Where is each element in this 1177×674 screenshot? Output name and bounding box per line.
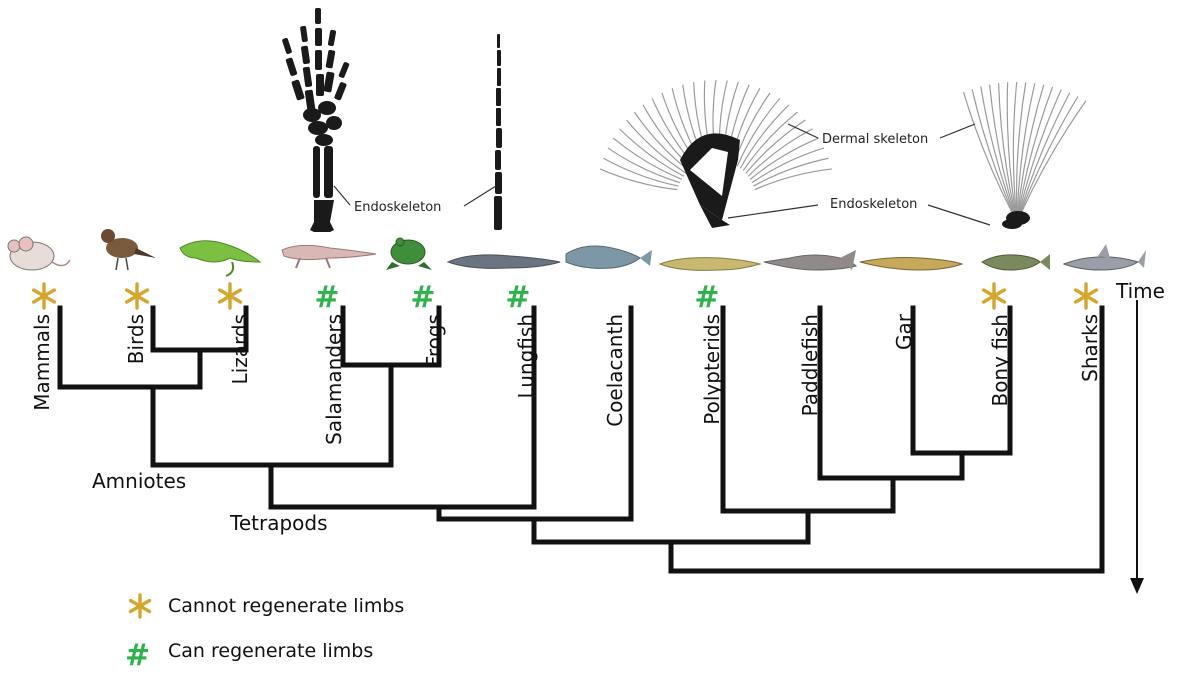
legend-can-text: Can regenerate limbs [168,640,373,662]
frog-icon [386,238,432,270]
can-regenerate-marker: # [505,280,530,315]
cannot-regenerate-marker [34,284,55,308]
lungfish-fin-skeleton [494,34,502,230]
can-regenerate-marker: # [314,280,339,315]
clade-label-tetrapods: Tetrapods [229,511,328,535]
salamander-icon [282,245,376,268]
bony-fish-fin-illustration [964,82,1086,229]
endoskeleton-label-fin: Endoskeleton [830,197,917,212]
polypterid-fin-illustration [600,80,832,228]
clade-label-amniotes: Amniotes [92,469,186,493]
taxon-label-sharks: Sharks [1078,314,1102,382]
taxon-label-polypterids: Polypterids [700,314,724,425]
taxon-label-birds: Birds [124,314,148,364]
time-arrow [1130,300,1144,594]
taxon-label-frogs: Frogs [422,314,446,367]
gar-icon [860,258,962,271]
cannot-regenerate-marker [984,284,1005,308]
cannot-regenerate-marker [127,284,148,308]
limb-skeleton-illustration [282,8,350,232]
legend-cannot-text: Cannot regenerate limbs [168,595,404,617]
time-label: Time [1115,279,1165,303]
paddlefish-icon [764,250,856,270]
legend-hash-icon: # [125,638,150,670]
taxon-label-coelacanth: Coelacanth [603,314,627,427]
bony-fish-icon [982,254,1050,270]
lizard-icon [180,241,260,276]
endoskeleton-label-limb: Endoskeleton [354,200,441,215]
shark-icon [1064,244,1146,270]
bird-icon [101,229,156,270]
taxon-label-mammals: Mammals [30,314,54,411]
polypterid-icon [660,258,760,271]
mouse-icon [8,237,70,270]
can-regenerate-marker: # [410,280,435,315]
regeneration-markers: # # # # [34,280,1097,315]
cannot-regenerate-marker [1076,284,1097,308]
can-regenerate-marker: # [694,280,719,315]
legend-asterisk-icon [130,595,149,617]
coelacanth-icon [566,246,652,268]
lungfish-icon [448,255,560,269]
animal-row [8,229,1146,276]
legend: Cannot regenerate limbs # Can regenerate… [125,595,404,670]
phylogenetic-tree [60,308,1102,571]
dermal-skeleton-label: Dermal skeleton [822,132,928,147]
cannot-regenerate-marker [220,284,241,308]
